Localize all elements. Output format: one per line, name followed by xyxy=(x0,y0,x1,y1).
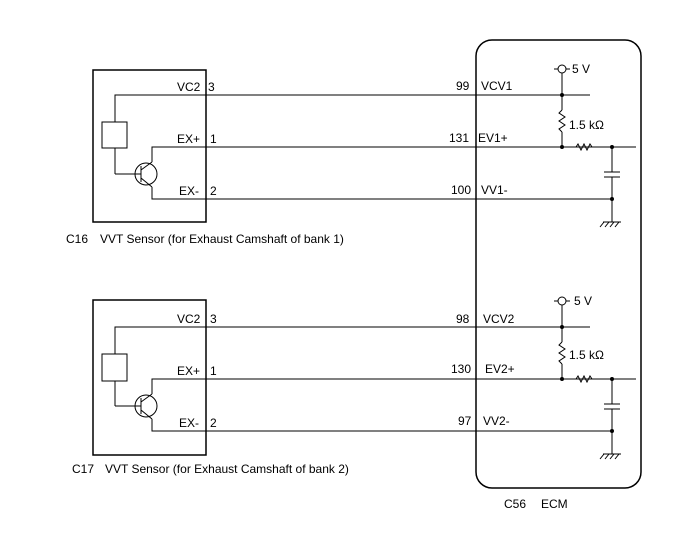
ecm-pin-vcv1: VCV1 xyxy=(481,79,513,93)
resistor-icon xyxy=(558,341,566,365)
ecm-pin-vv1m: VV1- xyxy=(481,183,508,197)
ecm-connector: C56 xyxy=(504,497,526,511)
sensor-1: VC2 3 EX+ 1 EX- 2 C16 VVT Sensor (for Ex… xyxy=(66,69,344,246)
resistor-icon xyxy=(558,109,566,133)
sensor-1-pin-vc2: VC2 xyxy=(177,80,201,94)
ecm-pin-ev1p: EV1+ xyxy=(478,131,508,145)
ecm-pin-100: 100 xyxy=(451,183,471,197)
ecm-pin-99: 99 xyxy=(456,79,470,93)
sensor-2-pin-exp: EX+ xyxy=(177,364,200,378)
sensor-1-pin-exp: EX+ xyxy=(177,132,200,146)
sensor-1-title: VVT Sensor (for Exhaust Camshaft of bank… xyxy=(100,232,344,246)
sensor-1-pin-exm: EX- xyxy=(179,184,199,198)
sensor-2-connector: C17 xyxy=(72,462,94,476)
sensor-2-title: VVT Sensor (for Exhaust Camshaft of bank… xyxy=(105,462,349,476)
sensor-1-pin-2: 2 xyxy=(210,184,217,198)
supply-terminal-icon xyxy=(557,296,567,306)
sensor-1-pin-1: 1 xyxy=(210,132,217,146)
sensor-1-pin-3: 3 xyxy=(208,80,215,94)
junction-dot xyxy=(610,197,614,201)
ecm-circuit-2: 5 V 1.5 kΩ xyxy=(554,294,621,460)
ecm-pin-130: 130 xyxy=(451,362,471,376)
sensor-2-pin-vc2: VC2 xyxy=(177,312,201,326)
junction-dot xyxy=(560,377,564,381)
ecm-circuit-1: 5 V 1.5 kΩ xyxy=(554,62,621,228)
ecm-1-supply: 5 V xyxy=(572,62,590,76)
sensor-2-pin-3: 3 xyxy=(210,312,217,326)
ecm-1-resistor: 1.5 kΩ xyxy=(569,118,604,132)
resistor-icon xyxy=(575,142,593,152)
ecm-pin-97: 97 xyxy=(458,414,472,428)
ecm-pin-98: 98 xyxy=(456,312,470,326)
resistor-icon xyxy=(575,374,593,384)
ecm-name: ECM xyxy=(541,497,568,511)
junction-dot xyxy=(560,145,564,149)
ecm-2-supply: 5 V xyxy=(574,294,592,308)
ecm-pin-vv2m: VV2- xyxy=(483,414,510,428)
ecm-pin-ev2p: EV2+ xyxy=(485,362,515,376)
sensor-2-pin-2: 2 xyxy=(210,416,217,430)
ecm-2-resistor: 1.5 kΩ xyxy=(569,348,604,362)
ecm-pin-131: 131 xyxy=(449,131,469,145)
sensor-2: VC2 3 EX+ 1 EX- 2 C17 VVT Sensor (for Ex… xyxy=(72,299,349,476)
sensor-1-connector: C16 xyxy=(66,232,88,246)
sensor-2-element xyxy=(101,353,128,382)
supply-terminal-icon xyxy=(557,64,567,74)
sensor-1-element xyxy=(101,121,128,149)
ecm-box xyxy=(475,39,642,489)
sensor-2-pin-1: 1 xyxy=(210,364,217,378)
sensor-2-pin-exm: EX- xyxy=(179,416,199,430)
junction-dot xyxy=(610,429,614,433)
ecm-pin-vcv2: VCV2 xyxy=(483,312,515,326)
sensor-2-box xyxy=(92,299,207,456)
sensor-1-box xyxy=(92,69,207,223)
